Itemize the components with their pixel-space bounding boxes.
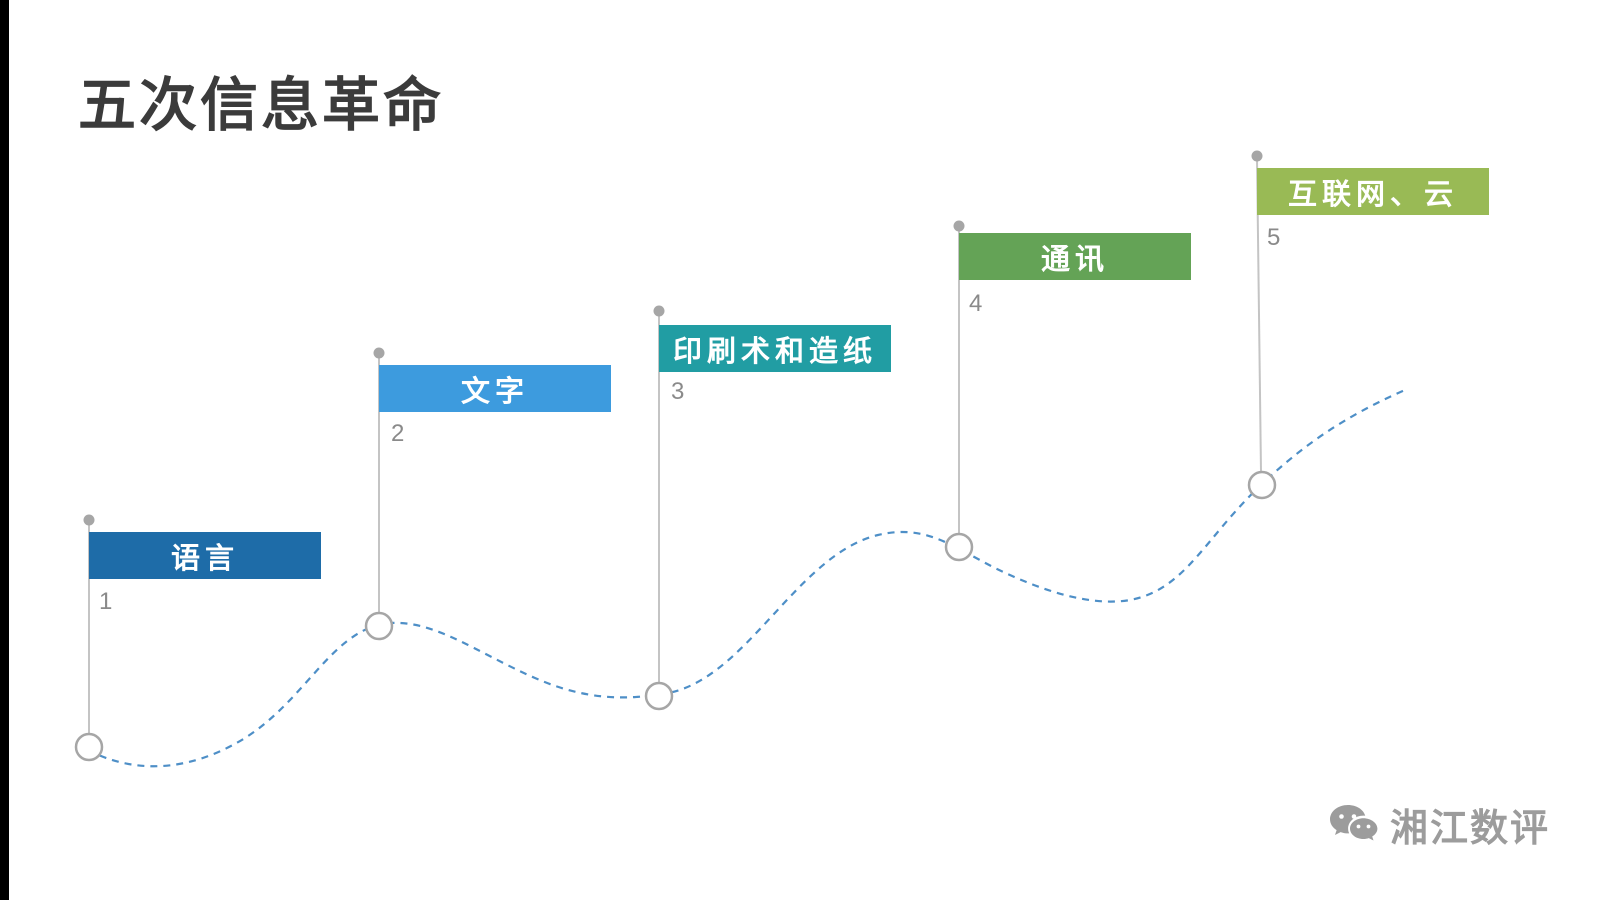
milestone-label-2: 文字 <box>460 375 529 408</box>
milestone-flag-2: 文字 <box>379 365 611 412</box>
milestone-flag-1: 语言 <box>89 532 321 579</box>
watermark: 湘江数评 <box>1328 797 1550 852</box>
timeline-wave-curve <box>87 388 1406 768</box>
milestone-label-4: 通讯 <box>1040 243 1109 276</box>
milestone-number-2: 2 <box>391 420 405 447</box>
milestone-number-4: 4 <box>969 290 983 317</box>
milestone-flag-4: 通讯 <box>959 233 1191 280</box>
pole-top-dot-3 <box>653 305 665 317</box>
watermark-text: 湘江数评 <box>1389 808 1550 850</box>
milestone-label-3: 印刷术和造纸 <box>672 335 877 368</box>
left-edge-bar <box>0 0 9 900</box>
milestone-flag-5: 互联网、云 <box>1257 168 1489 215</box>
pole-top-dot-4 <box>953 220 965 232</box>
wave-node-3 <box>644 681 674 711</box>
milestone-label-5: 互联网、云 <box>1287 178 1458 211</box>
milestone-number-5: 5 <box>1267 224 1281 251</box>
wave-node-4 <box>944 532 974 562</box>
wave-node-1 <box>74 732 104 762</box>
milestone-flag-3: 印刷术和造纸 <box>659 325 891 372</box>
milestone-label-1: 语言 <box>170 542 239 575</box>
page-title: 五次信息革命 <box>78 73 445 138</box>
milestone-number-3: 3 <box>671 378 685 405</box>
wave-node-2 <box>364 611 394 641</box>
pole-top-dot-5 <box>1251 150 1263 162</box>
pole-top-dot-2 <box>373 347 385 359</box>
wechat-icon <box>1329 804 1378 840</box>
wave-node-5 <box>1247 470 1277 500</box>
milestone-number-1: 1 <box>99 588 113 615</box>
pole-top-dot-1 <box>83 514 95 526</box>
